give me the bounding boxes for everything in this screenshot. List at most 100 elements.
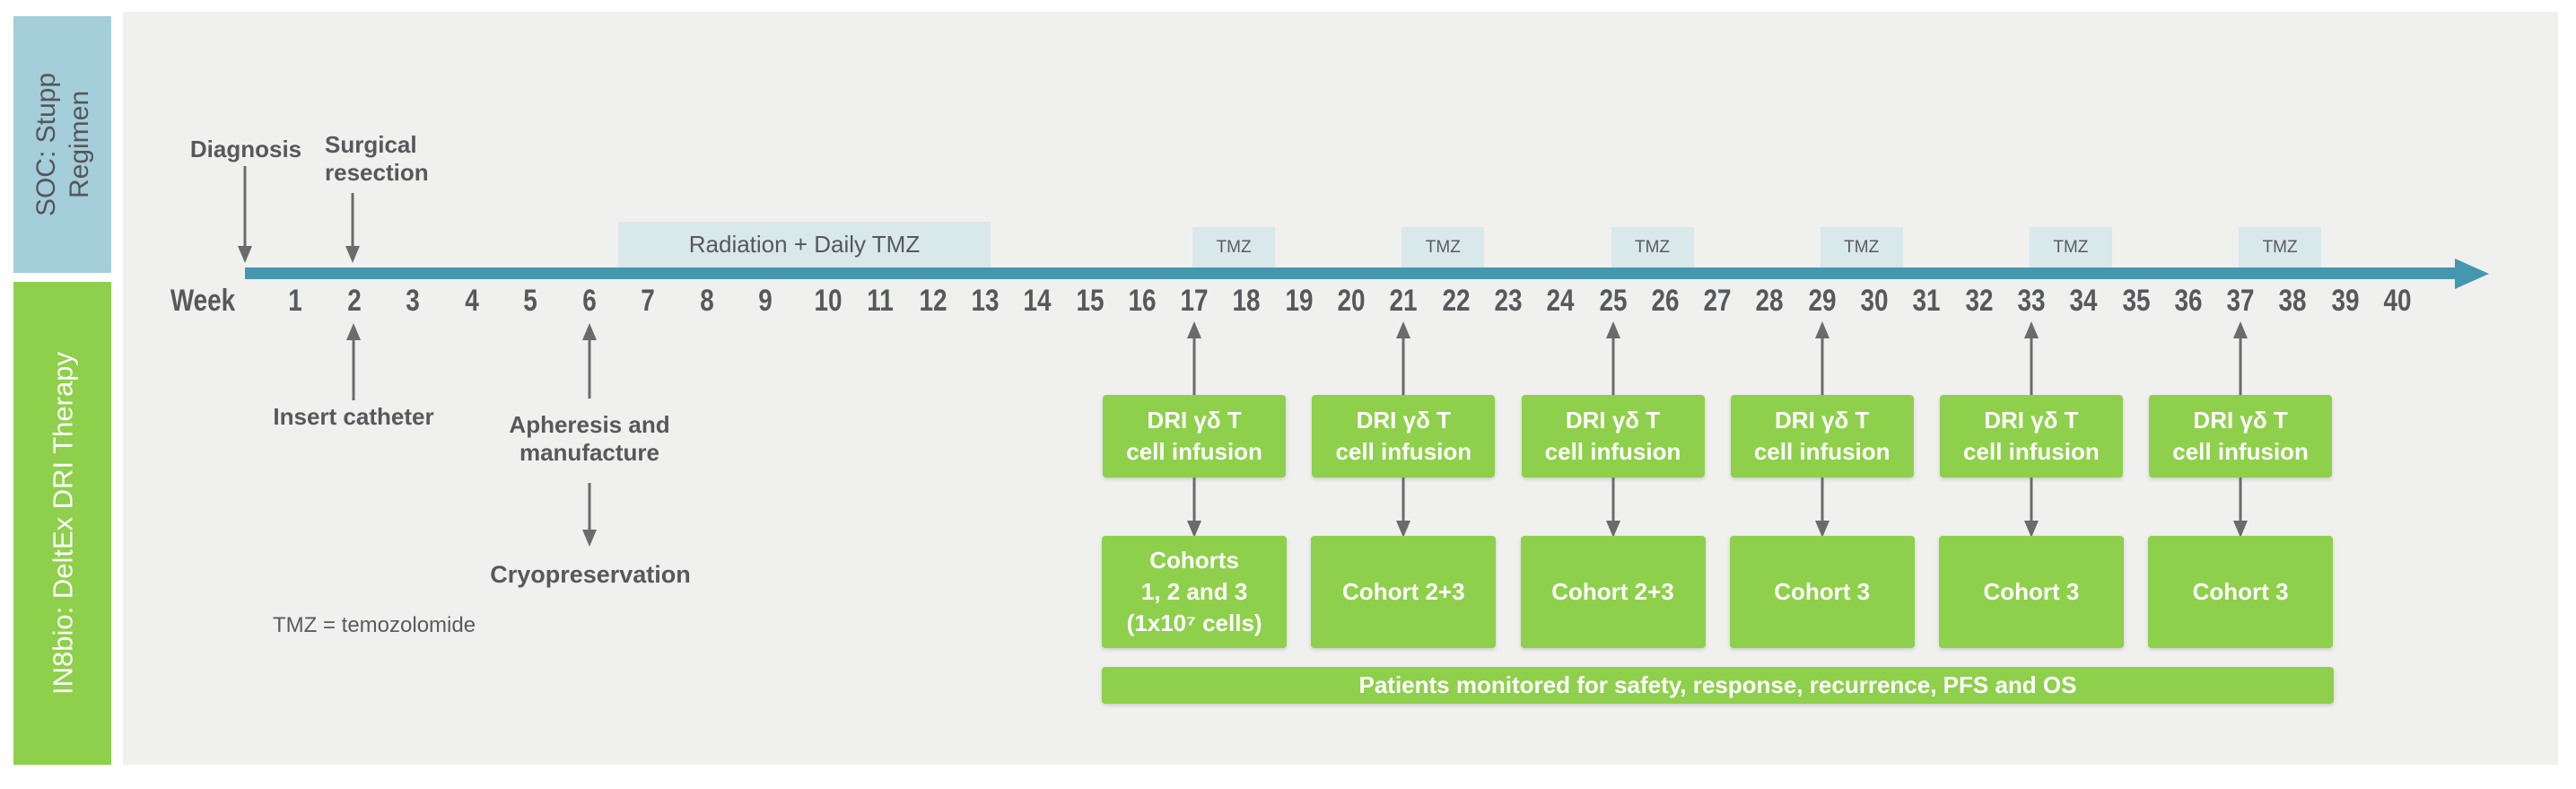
- week-label-7: 7: [641, 284, 655, 318]
- week-label-22: 22: [1442, 284, 1471, 318]
- surgical-arrow-line: [351, 193, 354, 246]
- surgical-line1: Surgical: [325, 131, 417, 158]
- insert-catheter-label: Insert catheter: [273, 403, 434, 430]
- radiation-daily-tmz-label: Radiation + Daily TMZ: [688, 231, 921, 258]
- apheresis-arrow-head-icon: [582, 323, 597, 340]
- apheresis-line1: Apheresis and: [509, 411, 670, 438]
- week-label-16: 16: [1128, 284, 1157, 318]
- week-label-31: 31: [1912, 284, 1941, 318]
- cohort-arrow-line: [1611, 478, 1614, 521]
- infusion-box-line2: cell infusion: [1335, 438, 1472, 465]
- cohort-arrow-line: [1402, 478, 1405, 521]
- cohort-box-line1: Cohorts: [1149, 547, 1239, 574]
- cohort-arrow-head-icon: [1814, 521, 1829, 538]
- insert-catheter-arrow-head-icon: [346, 323, 361, 340]
- cohort-box-line1: Cohort 3: [1983, 578, 2080, 605]
- week-label-10: 10: [814, 284, 843, 318]
- surgical-line2: resection: [325, 159, 429, 186]
- tmz-box-week-25: TMZ: [1611, 227, 1694, 267]
- week-label-37: 37: [2226, 284, 2255, 318]
- diagnosis-label: Diagnosis: [189, 136, 302, 162]
- week-label-25: 25: [1598, 284, 1628, 318]
- infusion-arrow-head-icon: [1187, 321, 1202, 338]
- week-label-17: 17: [1180, 284, 1209, 318]
- week-label-29: 29: [1808, 284, 1837, 318]
- week-axis-label: Week: [170, 284, 236, 318]
- week-label-6: 6: [581, 284, 597, 318]
- cryopreservation-arrow-line: [588, 483, 591, 530]
- cohort-box-week-37: Cohort 3: [2148, 536, 2334, 648]
- infusion-arrow-line: [1192, 338, 1196, 395]
- insert-catheter-arrow-line: [352, 339, 355, 400]
- cohort-arrow-head-icon: [1396, 521, 1411, 538]
- infusion-arrow-line: [1402, 338, 1405, 395]
- infusion-box-line2: cell infusion: [1963, 438, 2100, 465]
- cohort-arrow-head-icon: [1605, 521, 1620, 538]
- infusion-box-line1: DRI γδ T: [1775, 407, 1870, 434]
- week-label-40: 40: [2383, 284, 2412, 318]
- week-label-3: 3: [406, 284, 420, 318]
- infusion-arrow-line: [2030, 338, 2033, 395]
- apheresis-line2: manufacture: [519, 439, 660, 466]
- infusion-box-line2: cell infusion: [1544, 438, 1681, 465]
- week-label-13: 13: [971, 284, 1000, 318]
- cohort-arrow-head-icon: [2233, 521, 2249, 538]
- infusion-arrow-head-icon: [1814, 321, 1829, 338]
- diagnosis-arrow-head-icon: [238, 246, 252, 263]
- cohort-box-week-33: Cohort 3: [1938, 536, 2124, 648]
- week-label-1: 1: [288, 284, 302, 318]
- week-label-30: 30: [1860, 284, 1889, 318]
- infusion-arrow-line: [1611, 338, 1614, 395]
- cryopreservation-label: Cryopreservation: [490, 561, 691, 588]
- week-label-39: 39: [2331, 284, 2360, 318]
- therapy-label: IN8bio: DeltEx DRI Therapy: [47, 352, 78, 695]
- sidebar-in8bio-deltex-therapy: IN8bio: DeltEx DRI Therapy: [13, 282, 111, 765]
- week-label-19: 19: [1285, 284, 1314, 318]
- week-label-36: 36: [2174, 284, 2203, 318]
- monitoring-bar-label: Patients monitored for safety, response,…: [1358, 671, 2077, 698]
- infusion-box-week-21: DRI γδ T cell infusion: [1312, 395, 1496, 478]
- diagnosis-arrow-line: [243, 166, 247, 246]
- cohort-arrow-line: [2030, 478, 2033, 521]
- week-label-27: 27: [1703, 284, 1732, 318]
- week-label-35: 35: [2121, 284, 2151, 318]
- infusion-box-line1: DRI γδ T: [1356, 407, 1451, 434]
- diagram-background-panel: [123, 12, 2558, 765]
- tmz-footnote: TMZ = temozolomide: [273, 613, 476, 637]
- week-label-26: 26: [1651, 284, 1680, 318]
- tmz-box-week-37: TMZ: [2239, 227, 2322, 267]
- week-label-20: 20: [1337, 284, 1366, 318]
- week-label-2: 2: [346, 284, 362, 318]
- week-label-38: 38: [2278, 284, 2307, 318]
- week-label-14: 14: [1023, 284, 1052, 318]
- cohort-box-week-29: Cohort 3: [1729, 536, 1915, 648]
- cohort-arrow-line: [1192, 478, 1196, 521]
- week-label-32: 32: [1965, 284, 1994, 318]
- week-label-11: 11: [867, 284, 895, 318]
- cohort-arrow-head-icon: [2023, 521, 2039, 538]
- radiation-daily-tmz-box: Radiation + Daily TMZ: [618, 222, 991, 267]
- cohort-box-line1: Cohort 2+3: [1551, 578, 1674, 605]
- infusion-box-line2: cell infusion: [1753, 438, 1891, 465]
- week-label-23: 23: [1494, 284, 1523, 318]
- infusion-box-week-37: DRI γδ T cell infusion: [2149, 395, 2333, 478]
- week-label-5: 5: [523, 284, 537, 318]
- infusion-box-line1: DRI γδ T: [2193, 407, 2288, 434]
- week-label-24: 24: [1546, 284, 1575, 318]
- week-label-8: 8: [699, 284, 714, 318]
- cohort-box-line1: Cohort 2+3: [1342, 578, 1465, 605]
- infusion-arrow-line: [1821, 338, 1824, 395]
- week-label-15: 15: [1075, 284, 1105, 318]
- infusion-box-line2: cell infusion: [2172, 438, 2309, 465]
- week-label-18: 18: [1232, 284, 1261, 318]
- week-label-12: 12: [919, 284, 947, 318]
- soc-regimen-label: SOC: Stupp Regimen: [31, 72, 94, 217]
- timeline-arrow-head-icon: [2455, 258, 2489, 289]
- week-label-34: 34: [2069, 284, 2098, 318]
- apheresis-arrow-line: [588, 339, 591, 399]
- infusion-box-line1: DRI γδ T: [1147, 407, 1242, 434]
- infusion-arrow-head-icon: [2023, 321, 2039, 338]
- infusion-arrow-head-icon: [2233, 321, 2249, 338]
